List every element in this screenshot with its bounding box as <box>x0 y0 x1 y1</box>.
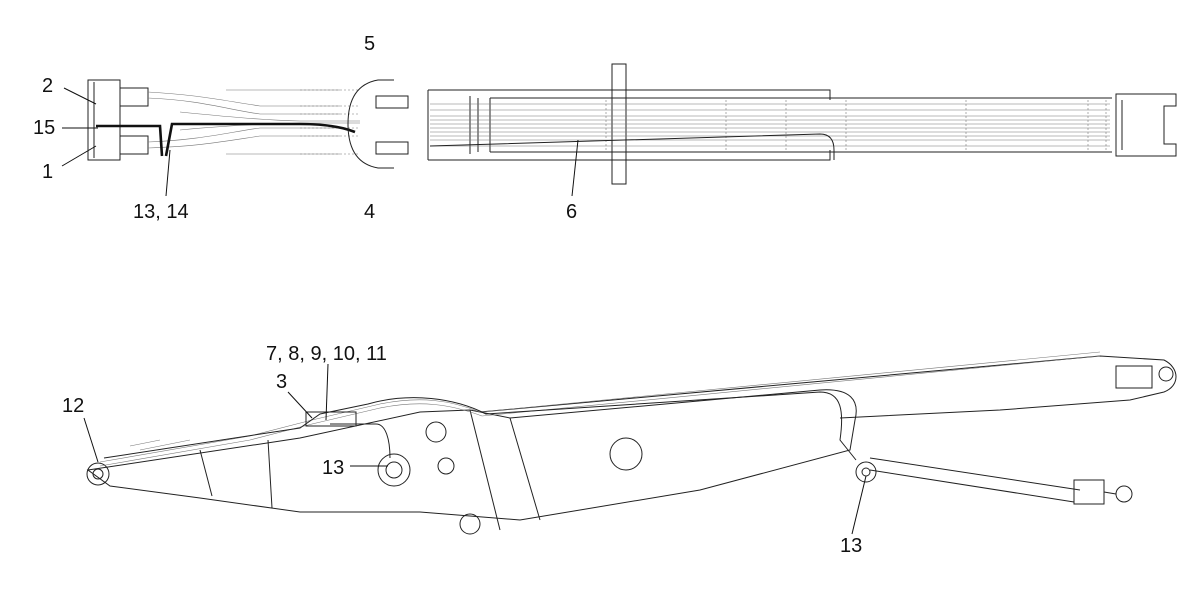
boom-top-view: 2 15 1 5 4 6 13, 14 <box>33 33 1177 223</box>
callout-3: 3 <box>276 371 287 393</box>
clamp-4 <box>347 123 394 169</box>
foot-hose-fan <box>147 89 360 155</box>
callout-7-11: 7, 8, 9, 10, 11 <box>266 343 387 365</box>
callout-13-14: 13, 14 <box>133 201 189 223</box>
callout-15: 15 <box>33 117 55 139</box>
hose-route-6 <box>429 133 835 160</box>
boom-foot-bracket <box>87 79 149 161</box>
arm-pivot-13 <box>855 461 877 483</box>
arm-cylinder <box>869 457 1081 503</box>
round-cover-plate <box>609 437 643 471</box>
bottom-leaders <box>83 363 867 535</box>
callout-6: 6 <box>566 201 577 223</box>
boom-pivot-13 <box>377 453 411 487</box>
callout-13-boom-pivot: 13 <box>322 457 344 479</box>
boom-side-view: 12 3 7, 8, 9, 10, 11 13 13 <box>62 343 1177 557</box>
callout-5: 5 <box>364 33 375 55</box>
clamp-block-7-11 <box>305 411 357 427</box>
heavy-hose-route-15 <box>96 122 356 157</box>
clamp-5 <box>347 79 394 125</box>
boom-foot-pin <box>86 462 110 486</box>
callout-2: 2 <box>42 75 53 97</box>
callout-4: 4 <box>364 201 375 223</box>
top-leaders <box>61 87 579 197</box>
boom-upper-arm <box>479 355 1177 419</box>
boom-hose-bundle <box>430 100 1110 150</box>
callout-1: 1 <box>42 161 53 183</box>
side-hose-bundle <box>99 351 1101 467</box>
callout-12: 12 <box>62 395 84 417</box>
callout-13-arm-pivot: 13 <box>840 535 862 557</box>
boom-nose-bracket <box>1115 93 1177 157</box>
